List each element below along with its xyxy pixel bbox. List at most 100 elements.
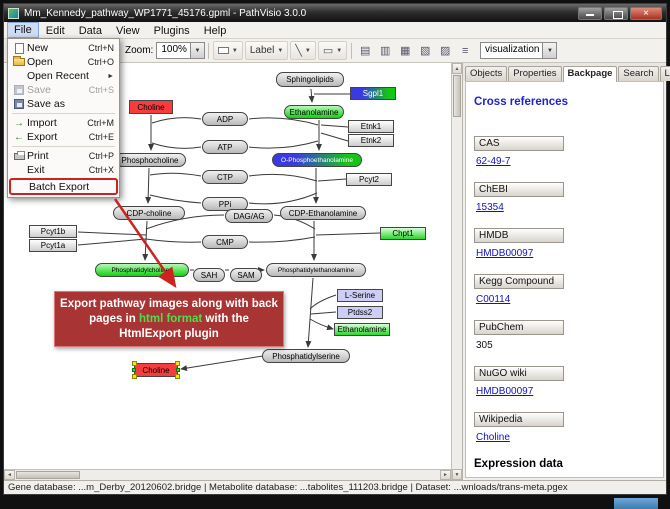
selection-handle[interactable] [132,368,136,372]
pathway-node-ethanolamine[interactable]: Ethanolamine [284,105,344,119]
sidebar-tab-objects[interactable]: Objects [465,66,508,81]
pathway-node-pcyt1a[interactable]: Pcyt1a [29,239,77,252]
selection-handle[interactable] [176,368,180,372]
pathway-node-dag-ag[interactable]: DAG/AG [225,209,273,223]
pathway-node-sgpl1[interactable]: Sgpl1 [350,87,396,100]
pathway-node-ctp[interactable]: CTP [202,170,248,184]
xref-link[interactable]: HMDB00097 [476,248,534,259]
pathway-node-o-phosphoethanolamine[interactable]: O-Phosphoethanolamine [272,153,362,167]
line-tool[interactable]: ╲▼ [290,41,316,60]
scroll-down-icon[interactable]: ▼ [452,469,462,480]
menubar-item-edit[interactable]: Edit [45,24,65,37]
pathway-node-phosphatidylserine[interactable]: Phosphatidylserine [262,349,350,363]
gene-product-tool[interactable]: ▼ [212,41,243,60]
align-vertical-button[interactable]: ▥ [375,41,395,61]
pathway-node-cmp[interactable]: CMP [202,235,248,249]
xref-source-name: PubChem [474,320,564,335]
visualization-select[interactable]: visualization ▼ [480,42,558,59]
pathway-node-l-serine[interactable]: L-Serine [337,289,383,302]
pathway-node-pcyt1b[interactable]: Pcyt1b [29,225,77,238]
sidebar-tab-properties[interactable]: Properties [508,66,562,81]
horizontal-scrollbar[interactable]: ◄ ► [4,469,451,480]
pathway-node-etnk2[interactable]: Etnk2 [348,134,394,147]
pathway-node-etnk1[interactable]: Etnk1 [348,120,394,133]
scroll-right-icon[interactable]: ► [440,470,451,480]
sidebar-tab-backpage[interactable]: Backpage [562,66,618,82]
group-button[interactable]: ≡ [455,41,475,61]
minimize-button[interactable] [578,6,602,20]
xref-link[interactable]: Choline [476,432,510,443]
vertical-scrollbar[interactable]: ▲ ▼ [451,63,462,480]
stack-vertical-button[interactable]: ▨ [435,41,455,61]
menubar-item-help[interactable]: Help [203,24,227,37]
scroll-up-icon[interactable]: ▲ [452,63,462,74]
file-menu-item-save-as[interactable]: Save as [9,97,118,111]
visualization-dropdown-icon[interactable]: ▼ [542,43,557,58]
print-glyph [13,150,25,160]
sidebar-tab-legend[interactable]: Legend [659,66,670,81]
zoom-dropdown-icon[interactable]: ▼ [189,43,204,58]
pathway-node-ppi[interactable]: PPi [202,197,248,211]
menu-item-shortcut: Ctrl+N [88,43,114,53]
pathway-node-sphingolipids[interactable]: Sphingolipids [276,72,344,87]
selection-handle[interactable] [175,361,180,366]
stack-horizontal-button[interactable]: ▧ [415,41,435,61]
pathway-node-choline[interactable]: Choline [132,361,180,379]
xref-link[interactable]: 15354 [476,202,504,213]
new-glyph [14,42,24,54]
vertical-scroll-thumb[interactable] [453,75,461,117]
pathway-node-sam[interactable]: SAM [230,268,262,282]
menubar-item-plugins[interactable]: Plugins [153,24,190,37]
shape-tool[interactable]: ▭▼ [317,41,348,60]
file-menu-item-open-recent[interactable]: Open Recent► [9,69,118,83]
pathway-node-choline[interactable]: Choline [129,100,173,114]
scroll-left-icon[interactable]: ◄ [4,470,15,480]
xref-link[interactable]: C00114 [476,294,511,305]
zoom-select[interactable]: 100% ▼ [156,42,205,59]
xref-link[interactable]: HMDB00097 [476,386,534,397]
pathway-node-pcyt2[interactable]: Pcyt2 [346,173,392,186]
pathway-node-atp[interactable]: ATP [202,140,248,154]
label-tool-text: Label [249,45,275,56]
menubar-item-file[interactable]: File [7,22,39,38]
pathway-node-phosphocholine[interactable]: Phosphocholine [114,153,186,167]
menu-item-label: Save [27,84,51,96]
align-horizontal-button[interactable]: ▤ [355,41,375,61]
menubar-item-data[interactable]: Data [78,24,102,37]
menubar-item-view[interactable]: View [115,24,140,37]
pathway-node-sah[interactable]: SAH [193,268,225,282]
sidebar-tab-search[interactable]: Search [618,66,659,81]
pathway-node-phosphatidylethanolamine[interactable]: Phosphatidylethanolamine [266,263,366,277]
file-menu-item-batch-export[interactable]: Batch Export [9,178,118,195]
titlebar[interactable]: Mm_Kennedy_pathway_WP1771_45176.gpml - P… [4,4,666,22]
pathway-node-chpt1[interactable]: Chpt1 [380,227,426,240]
xref-link[interactable]: 62-49-7 [476,156,511,167]
close-button[interactable] [630,6,662,20]
pathway-node-cdp-ethanolamine[interactable]: CDP-Ethanolamine [280,206,366,220]
selection-handle[interactable] [175,374,180,379]
selection-handle[interactable] [132,374,137,379]
pathway-node-adp[interactable]: ADP [202,112,248,126]
distribute-button[interactable]: ▦ [395,41,415,61]
maximize-button[interactable] [604,6,628,20]
pathway-node-ptdss2[interactable]: Ptdss2 [337,306,383,319]
visualization-value: visualization [485,44,540,55]
horizontal-scroll-thumb[interactable] [16,471,80,479]
pathway-node-ethanolamine[interactable]: Ethanolamine [334,323,390,336]
label-tool[interactable]: Label▼ [244,41,289,60]
statusbar-text: Gene database: ...m_Derby_20120602.bridg… [8,482,568,493]
submenu-arrow-icon: ► [107,72,114,80]
selection-handle[interactable] [132,361,137,366]
menu-item-label: Export [27,131,58,143]
pathway-node-phosphatidylcholines[interactable]: Phosphatidylcholines [95,263,189,277]
pathway-node-cdp-choline[interactable]: CDP-choline [113,206,185,220]
